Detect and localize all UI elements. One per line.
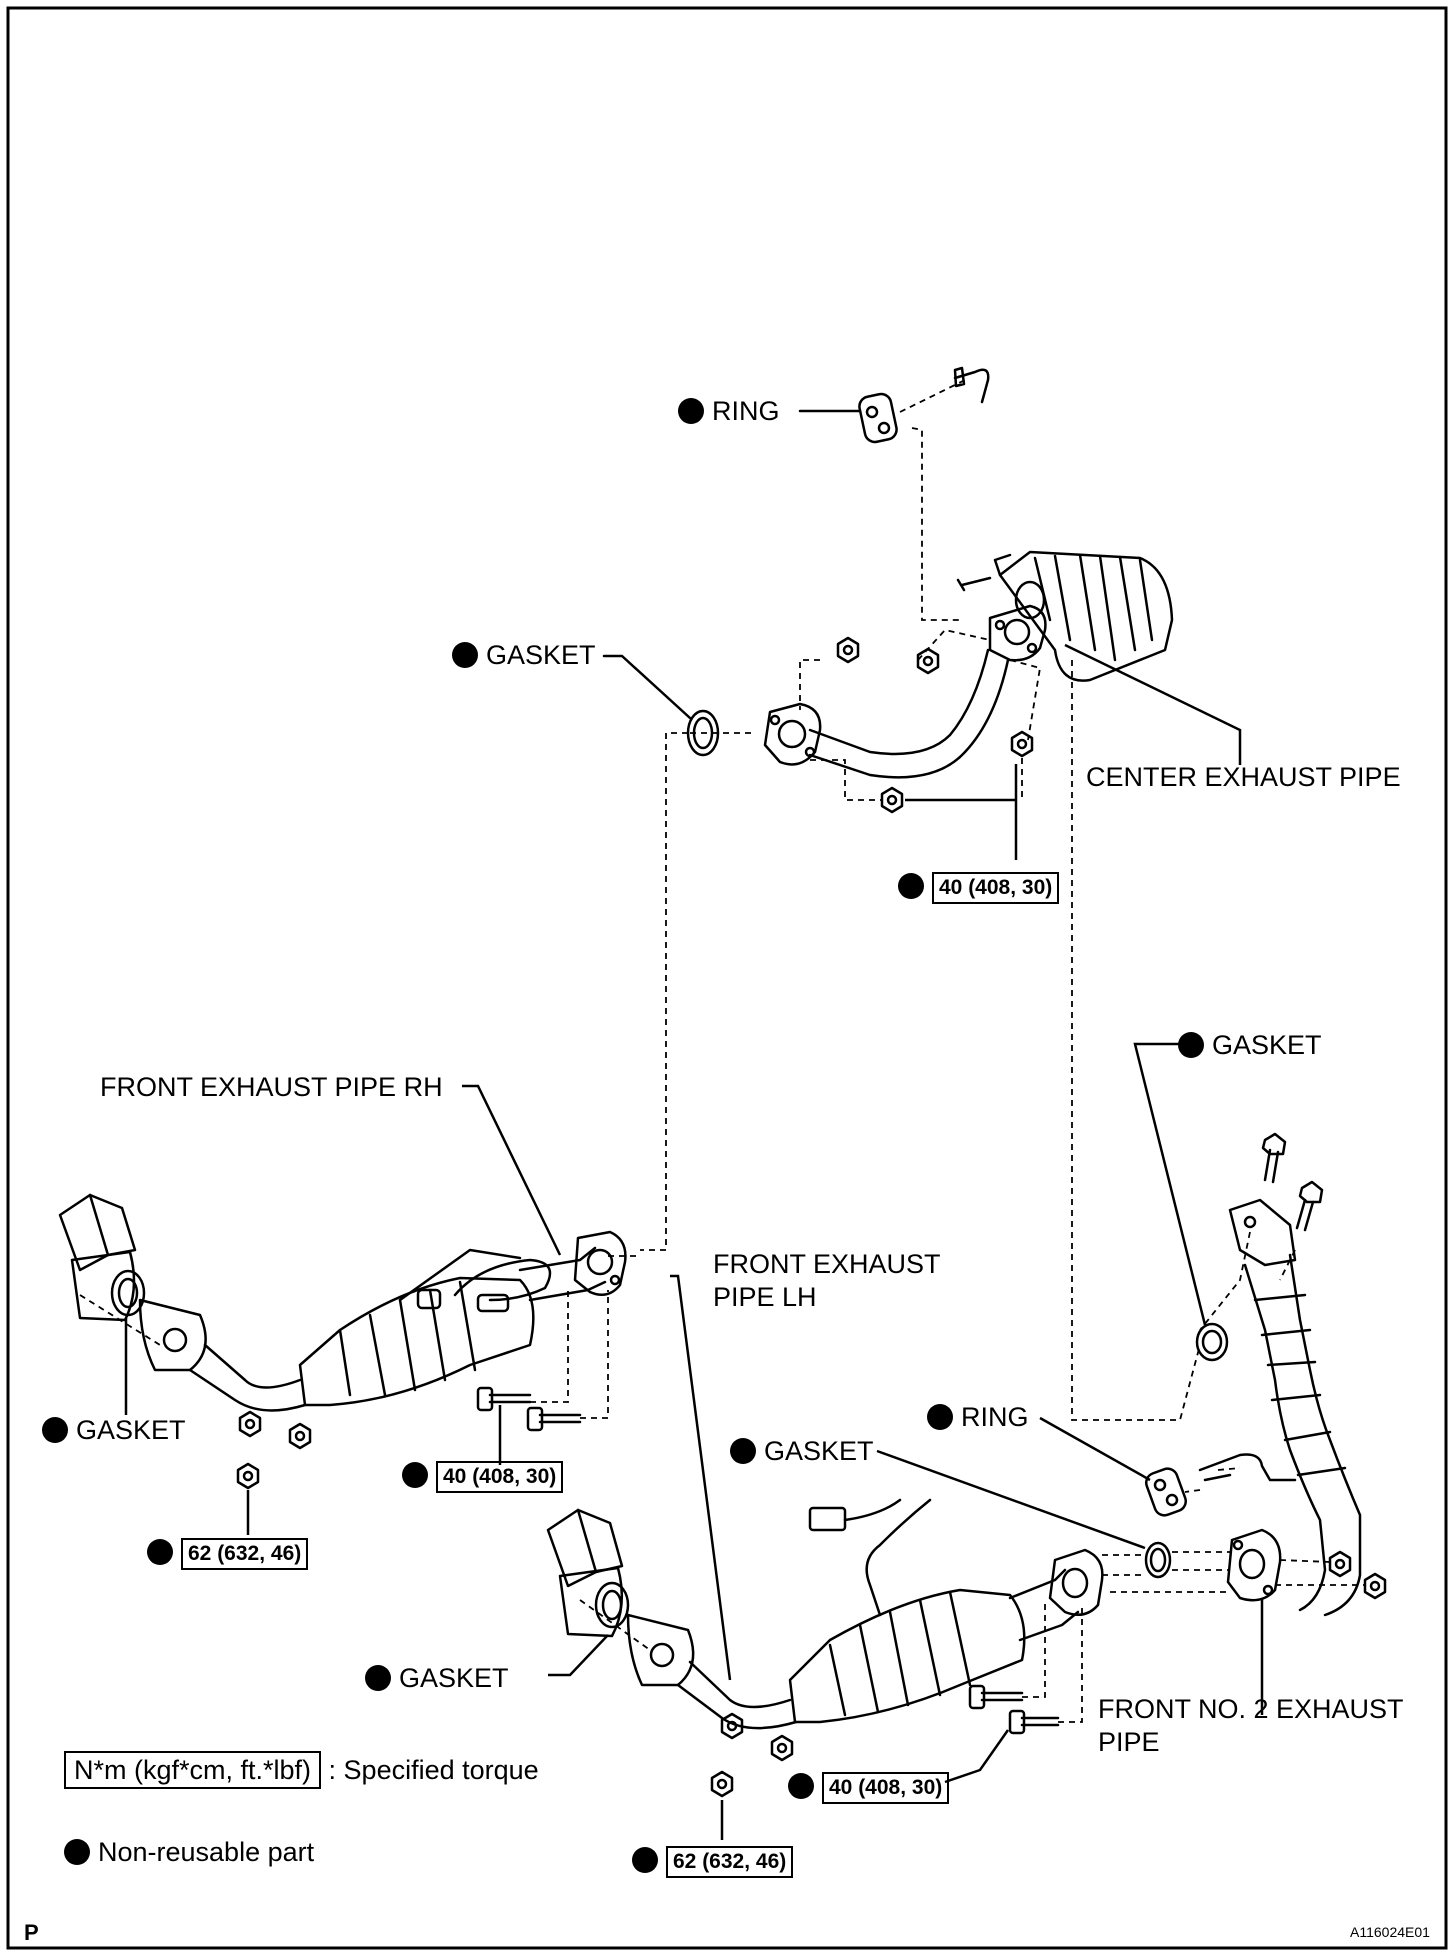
center-exhaust-pipe-tube — [763, 648, 1010, 779]
ring-bottom-label: RING — [927, 1402, 1029, 1432]
torque-lh-bolt-label: 40 (408, 30) — [788, 1771, 950, 1804]
non-reusable-dot-icon — [365, 1665, 391, 1691]
footer-code: A116024E01 — [1350, 1924, 1430, 1940]
non-reusable-dot-icon — [632, 1847, 658, 1873]
legend-non-reusable: Non-reusable part — [64, 1837, 314, 1867]
non-reusable-dot-icon — [788, 1773, 814, 1799]
torque-lh-nut-label: 62 (632, 46) — [632, 1845, 794, 1878]
ring-top-part — [858, 366, 990, 444]
front-exhaust-pipe-rh-part — [58, 1193, 627, 1490]
gasket-lower-left-label: GASKET — [365, 1663, 509, 1693]
center-exhaust-pipe-label: CENTER EXHAUST PIPE — [1086, 762, 1401, 792]
non-reusable-dot-icon — [402, 1462, 428, 1488]
gasket-mid-label: GASKET — [730, 1436, 874, 1466]
legend-torque-box: N*m (kgf*cm, ft.*lbf) — [64, 1751, 322, 1789]
non-reusable-dot-icon — [64, 1839, 90, 1865]
legend-torque-text: : Specified torque — [328, 1755, 539, 1785]
footer-left: P — [24, 1920, 39, 1945]
gasket-right-label: GASKET — [1178, 1030, 1322, 1060]
legend-torque: N*m (kgf*cm, ft.*lbf) : Specified torque — [64, 1751, 539, 1789]
non-reusable-dot-icon — [927, 1404, 953, 1430]
torque-rh-bolt-label: 40 (408, 30) — [402, 1460, 564, 1493]
non-reusable-dot-icon — [42, 1417, 68, 1443]
front-no2-label-1: FRONT NO. 2 EXHAUST — [1098, 1694, 1404, 1724]
gasket-left-label: GASKET — [42, 1415, 186, 1445]
front-exhaust-pipe-rh-label: FRONT EXHAUST PIPE RH — [100, 1072, 443, 1102]
front-no2-exhaust-pipe-part — [1145, 1132, 1387, 1617]
non-reusable-dot-icon — [147, 1539, 173, 1565]
front-exhaust-pipe-lh-label-1: FRONT EXHAUST — [713, 1249, 941, 1279]
front-exhaust-pipe-lh-label-2: PIPE LH — [713, 1282, 817, 1312]
front-exhaust-pipe-lh-part — [546, 1498, 1172, 1798]
torque-rh-nut-label: 62 (632, 46) — [147, 1537, 309, 1570]
non-reusable-dot-icon — [1178, 1032, 1204, 1058]
non-reusable-dot-icon — [898, 873, 924, 899]
front-no2-label-2: PIPE — [1098, 1727, 1160, 1757]
gasket-top-label: GASKET — [452, 640, 596, 670]
torque-center-label: 40 (408, 30) — [898, 871, 1060, 904]
center-nuts — [836, 636, 1034, 814]
non-reusable-dot-icon — [678, 398, 704, 424]
non-reusable-dot-icon — [452, 642, 478, 668]
center-exhaust-muffler — [956, 550, 1174, 682]
non-reusable-dot-icon — [730, 1438, 756, 1464]
ring-top-label: RING — [678, 396, 780, 426]
